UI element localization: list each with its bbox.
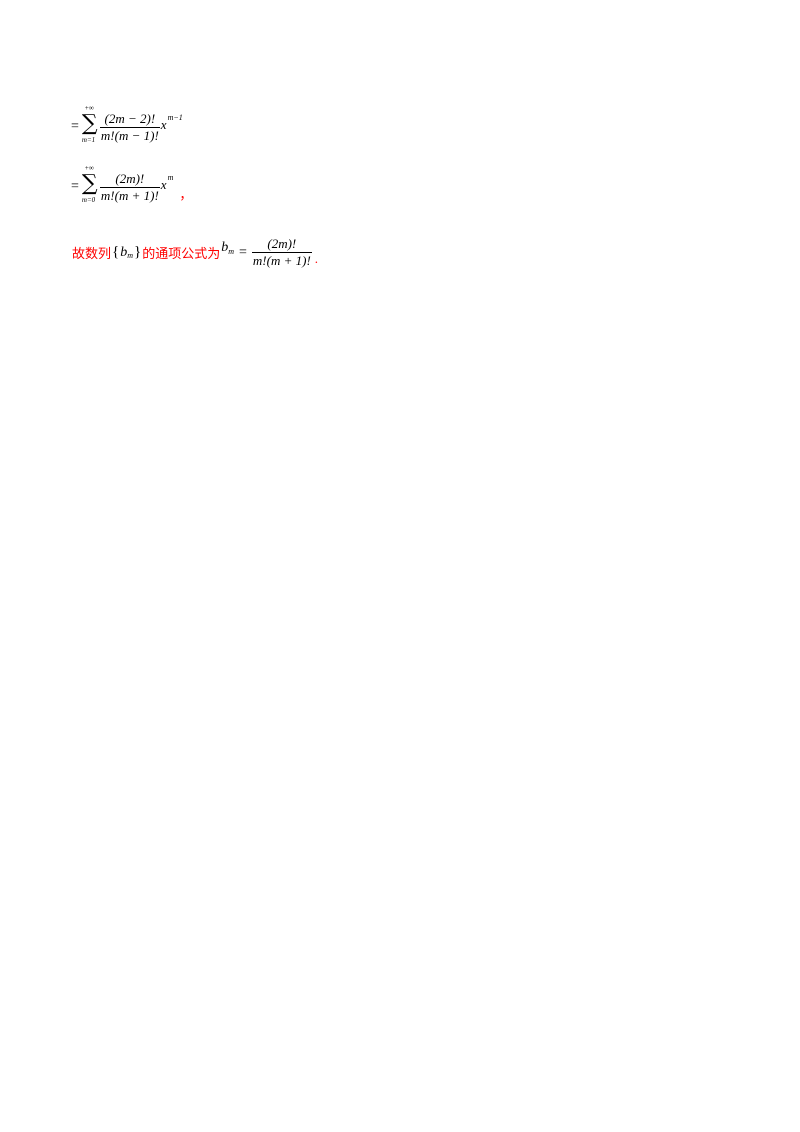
summation: +∞ ∑ m=1: [81, 104, 99, 150]
fraction: (2m)! m!(m + 1)!: [99, 170, 160, 204]
fraction-denominator: m!(m + 1)!: [252, 253, 311, 268]
equals-sign: =: [71, 119, 79, 134]
fraction-denominator: m!(m − 1)!: [100, 127, 159, 143]
sequence-variable: b: [120, 244, 128, 260]
conclusion-prefix: 故数列: [72, 247, 112, 262]
power-exponent: m: [167, 173, 174, 182]
power-base: x: [160, 177, 167, 192]
formula-line-1: = +∞ ∑ m=1 (2m − 2)! m!(m − 1)! x m−1: [71, 104, 183, 150]
fraction-bar: [99, 186, 160, 188]
trailing-comma: ，: [179, 186, 193, 202]
sigma-icon: ∑: [81, 111, 98, 136]
formula-line-2: = +∞ ∑ m=0 (2m)! m!(m + 1)! x m ，: [71, 164, 192, 210]
conclusion-line: 故数列 { b m } 的通项公式为 b m = (2m)! m!(m + 1)…: [72, 236, 318, 269]
fraction-numerator: (2m)!: [267, 236, 297, 251]
power-term: x m: [160, 173, 174, 193]
conclusion-middle: 的通项公式为: [142, 247, 221, 262]
fraction-bar: [251, 252, 312, 253]
fraction-numerator: (2m − 2)!: [104, 110, 156, 126]
fraction: (2m − 2)! m!(m − 1)!: [99, 110, 160, 144]
lhs-subscript: m: [228, 246, 234, 256]
summation: +∞ ∑ m=0: [81, 164, 99, 210]
brace-close: }: [134, 244, 142, 260]
power-exponent: m−1: [167, 113, 183, 122]
fraction-bar: [99, 126, 160, 128]
fraction-denominator: m!(m + 1)!: [100, 187, 159, 203]
power-base: x: [160, 117, 167, 132]
sum-upper-limit: +∞: [84, 164, 94, 172]
sequence-subscript: m: [127, 251, 133, 260]
equals-sign: =: [71, 179, 79, 194]
sum-lower-limit: m=0: [81, 196, 96, 204]
fraction-numerator: (2m)!: [115, 170, 145, 186]
brace-open: {: [112, 244, 120, 260]
general-term: b m: [221, 240, 234, 256]
sum-lower-limit: m=1: [81, 136, 96, 144]
trailing-period: .: [314, 250, 319, 266]
lhs-variable: b: [221, 239, 229, 255]
equals-sign: =: [239, 244, 247, 260]
power-term: x m−1: [160, 113, 183, 133]
sum-upper-limit: +∞: [84, 104, 94, 112]
sigma-icon: ∑: [81, 171, 98, 196]
fraction: (2m)! m!(m + 1)!: [251, 236, 312, 269]
